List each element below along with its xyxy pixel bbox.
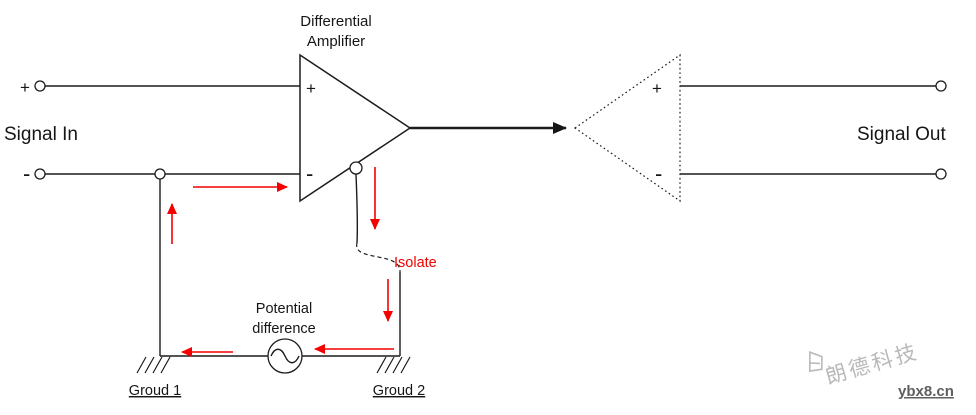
ground-loop: Groud 1 Groud 2 Potential difference [129, 173, 425, 399]
ground-hatch [136, 356, 147, 374]
output-minus-terminal [935, 168, 947, 180]
ground2-label: Groud 2 [373, 383, 425, 399]
ground-hatch [392, 356, 403, 374]
signal-in-section: + Signal In - [4, 78, 300, 186]
ground-hatch [160, 356, 171, 374]
input-minus-sign: - [23, 161, 30, 186]
input-plus-sign: + [20, 78, 30, 97]
ground-hatch [152, 356, 163, 374]
ground-1-icon [136, 356, 171, 374]
signal-out-label: Signal Out [857, 124, 946, 145]
signal-out-section: Signal Out [680, 80, 947, 180]
isolated-amplifier: + - [573, 53, 681, 203]
ground-hatch [144, 356, 155, 374]
ground-hatch [400, 356, 411, 374]
watermark: 朗德科技 ybx8.cn [808, 340, 954, 400]
isolate-break [356, 242, 401, 273]
input-plus-terminal [34, 80, 46, 92]
amp1-plus-sign: + [306, 79, 316, 98]
current-path-annotations: Isolate [167, 167, 437, 357]
watermark-site: ybx8.cn [898, 383, 954, 400]
potential-difference-line1: Potential [256, 301, 312, 317]
ground1-label: Groud 1 [129, 383, 181, 399]
amp2-minus-sign: - [655, 161, 662, 186]
amp1-ground-pin-node [349, 161, 363, 175]
signal-in-label: Signal In [4, 124, 78, 145]
amp1-body [299, 53, 412, 203]
input-junction-node [154, 168, 166, 180]
ground-hatch [376, 356, 387, 374]
amp-title-line1: Differential [300, 13, 371, 30]
amp1-minus-sign: - [306, 161, 313, 186]
sine-wave-icon [270, 348, 300, 364]
amp2-body [573, 53, 681, 203]
ground-2-icon [376, 356, 411, 374]
amp-ground-wire [355, 173, 359, 244]
input-minus-terminal [34, 168, 46, 180]
isolate-label: Isolate [394, 255, 437, 271]
ground-hatch [384, 356, 395, 374]
potential-difference-line2: difference [252, 321, 315, 337]
output-plus-terminal [935, 80, 947, 92]
watermark-brand: 朗德科技 [823, 340, 922, 389]
amp-title-line2: Amplifier [307, 33, 365, 50]
differential-amplifier: + - [299, 53, 412, 203]
amp2-plus-sign: + [652, 79, 662, 98]
watermark-logo-icon [808, 350, 823, 373]
